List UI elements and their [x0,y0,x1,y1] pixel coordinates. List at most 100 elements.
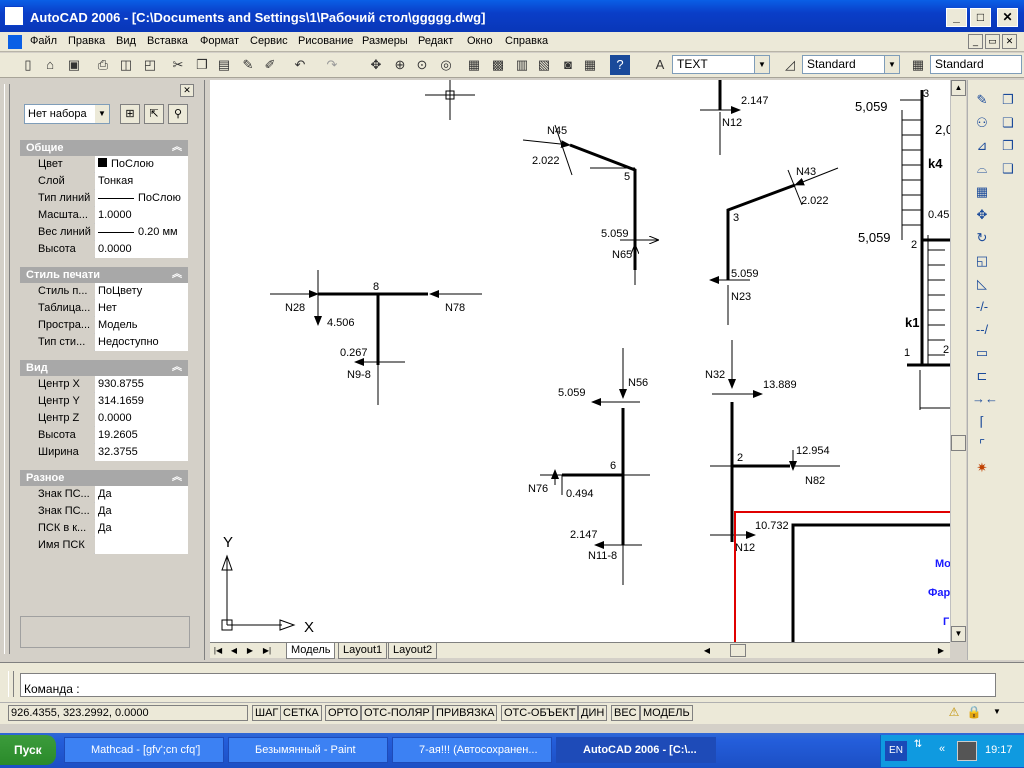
task-paint[interactable]: Безымянный - Paint [228,737,388,763]
dim-style-select[interactable]: Standard▼ [802,55,900,74]
save-icon[interactable]: ▣ [67,57,81,72]
toggle-pickadd-icon[interactable]: ⊞ [120,104,140,124]
property-row[interactable]: Простра...Модель [20,317,188,334]
maximize-button[interactable]: □ [970,8,991,27]
hscroll-right-icon[interactable]: ▶ [937,646,945,655]
text-style-select[interactable]: TEXT▼ [672,55,770,74]
help-icon[interactable]: ? [610,55,630,75]
rotate-icon[interactable]: ↻ [976,230,988,245]
calculator-icon[interactable]: ▦ [583,57,597,72]
hscroll-thumb[interactable] [730,644,746,657]
network-icon[interactable] [957,741,977,761]
draworder-icon[interactable]: ❐ [1002,92,1014,107]
dim-style-icon[interactable]: ◿ [785,57,795,72]
layer-iso-icon[interactable]: ❑ [1002,161,1014,176]
status-ortho-button[interactable]: ОРТО [325,705,362,721]
menu-edit[interactable]: Правка [68,35,106,47]
erase-icon[interactable]: ✎ [976,92,988,107]
array-icon[interactable]: ▦ [975,184,989,199]
task-word-doc[interactable]: 7-ая!!! (Автосохранен... [392,737,552,763]
menu-modify[interactable]: Редакт [418,35,454,47]
language-indicator[interactable]: EN [885,741,907,761]
command-line[interactable]: Команда : [20,673,996,697]
layer-icon[interactable]: ❏ [1002,115,1014,130]
tab-prev-icon[interactable]: ◀ [230,646,238,655]
lock-icon[interactable]: 🔒 [966,705,982,719]
move-icon[interactable]: ✥ [976,207,988,222]
menu-view[interactable]: Вид [116,35,136,47]
warning-icon[interactable]: ⚠ [948,705,960,719]
copy-object-icon[interactable]: ⚇ [976,115,988,130]
status-lwt-button[interactable]: ВЕС [611,705,640,721]
drawing-svg[interactable]: N45 2.022 5 5.059 N65 2.147 N12 N43 2.02… [210,80,950,642]
document-icon[interactable] [8,35,22,49]
menu-format[interactable]: Формат [200,35,240,47]
paste-icon[interactable]: ▤ [217,57,231,72]
property-row[interactable]: Тип сти...Недоступно [20,334,188,351]
menu-dimension[interactable]: Размеры [362,35,408,47]
hscroll-left-icon[interactable]: ◀ [703,646,711,655]
copy-icon[interactable]: ❐ [196,57,208,72]
properties-icon[interactable]: ▦ [467,57,481,72]
tab-layout2[interactable]: Layout2 [388,643,438,659]
menu-file[interactable]: Файл [30,35,58,47]
break-icon[interactable]: ⊏ [976,368,988,383]
coordinates-readout[interactable]: 926.4355, 323.2992, 0.0000 [8,705,248,721]
property-row[interactable]: Знак ПС...Да [20,503,188,520]
publish-icon[interactable]: ◰ [143,57,157,72]
menu-insert[interactable]: Вставка [147,35,188,47]
trim-icon[interactable]: -/- [975,299,989,314]
zoom-window-icon[interactable]: ⊙ [416,57,428,72]
layer-previous-icon[interactable]: ❐ [1002,138,1014,153]
status-otrack-button[interactable]: ОТС-ОБЪЕКТ [501,705,579,721]
preview-icon[interactable]: ◫ [119,57,133,72]
property-row[interactable]: Имя ПСК [20,537,188,554]
doc-restore-button[interactable]: ▭ [985,34,1000,49]
tab-model[interactable]: Модель [286,643,336,659]
scroll-up-icon[interactable]: ▲ [951,80,966,96]
scroll-thumb[interactable] [951,435,966,451]
selection-select[interactable]: Нет набора▼ [24,104,110,124]
doc-close-button[interactable]: ✕ [1002,34,1017,49]
sheet-set-icon[interactable]: ▧ [537,57,551,72]
select-objects-icon[interactable]: ⇱ [144,104,164,124]
panel-close-icon[interactable]: ✕ [180,84,194,97]
table-style-select[interactable]: Standard [930,55,1022,74]
chamfer-icon[interactable]: ⌈ [979,414,985,429]
property-row[interactable]: ПСК в к...Да [20,520,188,537]
break-point-icon[interactable]: ▭ [975,345,989,360]
offset-icon[interactable]: ⌓ [976,161,988,176]
property-row[interactable]: Стиль п...ПоЦвету [20,283,188,300]
section-view[interactable]: Вид︽ [20,360,188,376]
zoom-realtime-icon[interactable]: ⊕ [394,57,406,72]
tab-next-icon[interactable]: ▶ [246,646,254,655]
status-grid-button[interactable]: СЕТКА [280,705,322,721]
text-style-icon[interactable]: A [655,57,665,72]
open-icon[interactable]: ⌂ [46,57,54,72]
status-menu-icon[interactable]: ▼ [993,707,1001,716]
markup-icon[interactable]: ◙ [564,57,572,72]
menu-window[interactable]: Окно [467,35,493,47]
section-misc[interactable]: Разное︽ [20,470,188,486]
language-switch-icon[interactable]: ⇅ [913,739,923,750]
menu-draw[interactable]: Рисование [298,35,354,47]
tab-last-icon[interactable]: ▶| [262,646,272,655]
match-properties-icon[interactable]: ✎ [242,57,254,72]
explode-icon[interactable]: ✷ [976,460,988,475]
redo-icon[interactable]: ↷ [326,57,338,72]
drawing-canvas[interactable]: N45 2.022 5 5.059 N65 2.147 N12 N43 2.02… [210,80,950,642]
property-row[interactable]: Таблица...Нет [20,300,188,317]
zoom-previous-icon[interactable]: ◎ [440,57,452,72]
autocad-app-icon[interactable] [4,6,24,26]
design-center-icon[interactable]: ▩ [491,57,505,72]
close-button[interactable]: ✕ [997,8,1018,27]
pan-icon[interactable]: ✥ [370,57,382,72]
minimize-button[interactable]: _ [946,8,967,27]
